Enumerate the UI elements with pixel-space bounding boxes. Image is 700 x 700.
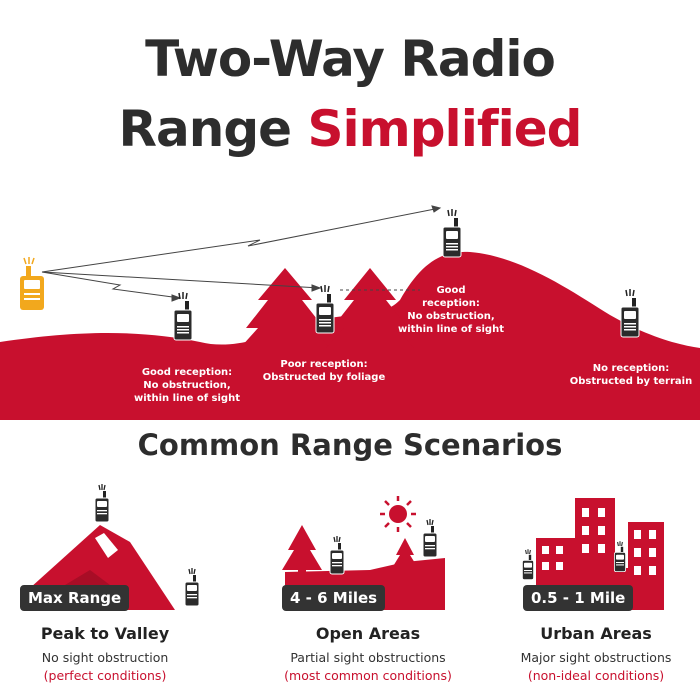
badge-open-range: 4 - 6 Miles — [282, 585, 386, 611]
foliage-trees — [240, 268, 414, 348]
badge-urban-range: 0.5 - 1 Mile — [523, 585, 634, 611]
scenario-cond-urban: (non-ideal conditions) — [527, 668, 665, 683]
scenario-desc-urban: Major sight obstructions — [520, 650, 672, 665]
scenario-cond-open: (most common conditions) — [284, 668, 452, 683]
label-good-reception-2: Good reception: No obstruction, within l… — [398, 285, 504, 335]
signal-lines — [41, 205, 442, 302]
source-radio-icon — [20, 257, 44, 310]
radio-icon-open-1 — [329, 535, 345, 575]
title-simplified-word: Simplified — [307, 100, 583, 158]
title-range-word: Range — [118, 100, 293, 158]
radio-icon-open-2 — [422, 518, 438, 558]
radio-icon-none — [620, 288, 640, 338]
scenario-cond-peak: (perfect conditions) — [43, 668, 167, 683]
radio-icon-urban-1 — [521, 548, 535, 581]
scenario-desc-open: Partial sight obstructions — [290, 650, 446, 665]
scenario-title-urban: Urban Areas — [540, 624, 652, 643]
radio-icon-good-2 — [442, 208, 462, 258]
radio-icon-peak — [94, 483, 110, 523]
building-windows — [542, 508, 656, 575]
scenario-title-open: Open Areas — [315, 624, 421, 643]
label-no-reception: No reception: Obstructed by terrain — [569, 363, 693, 387]
title-line-1: Two-Way Radio — [145, 30, 556, 88]
label-poor-reception: Poor reception: Obstructed by foliage — [262, 359, 386, 383]
title-line-2: Range Simplified — [0, 100, 700, 158]
range-diagram — [0, 205, 700, 420]
section-title: Common Range Scenarios — [137, 428, 563, 462]
scenario-desc-peak: No sight obstruction — [41, 650, 169, 665]
radio-icon-poor — [315, 284, 335, 334]
badge-max-range: Max Range — [20, 585, 130, 611]
radio-icon-urban-2 — [613, 540, 627, 573]
label-good-reception-1: Good reception: No obstruction, within l… — [134, 367, 240, 404]
radio-icon-valley — [184, 567, 200, 607]
scenario-title-peak: Peak to Valley — [40, 624, 170, 643]
